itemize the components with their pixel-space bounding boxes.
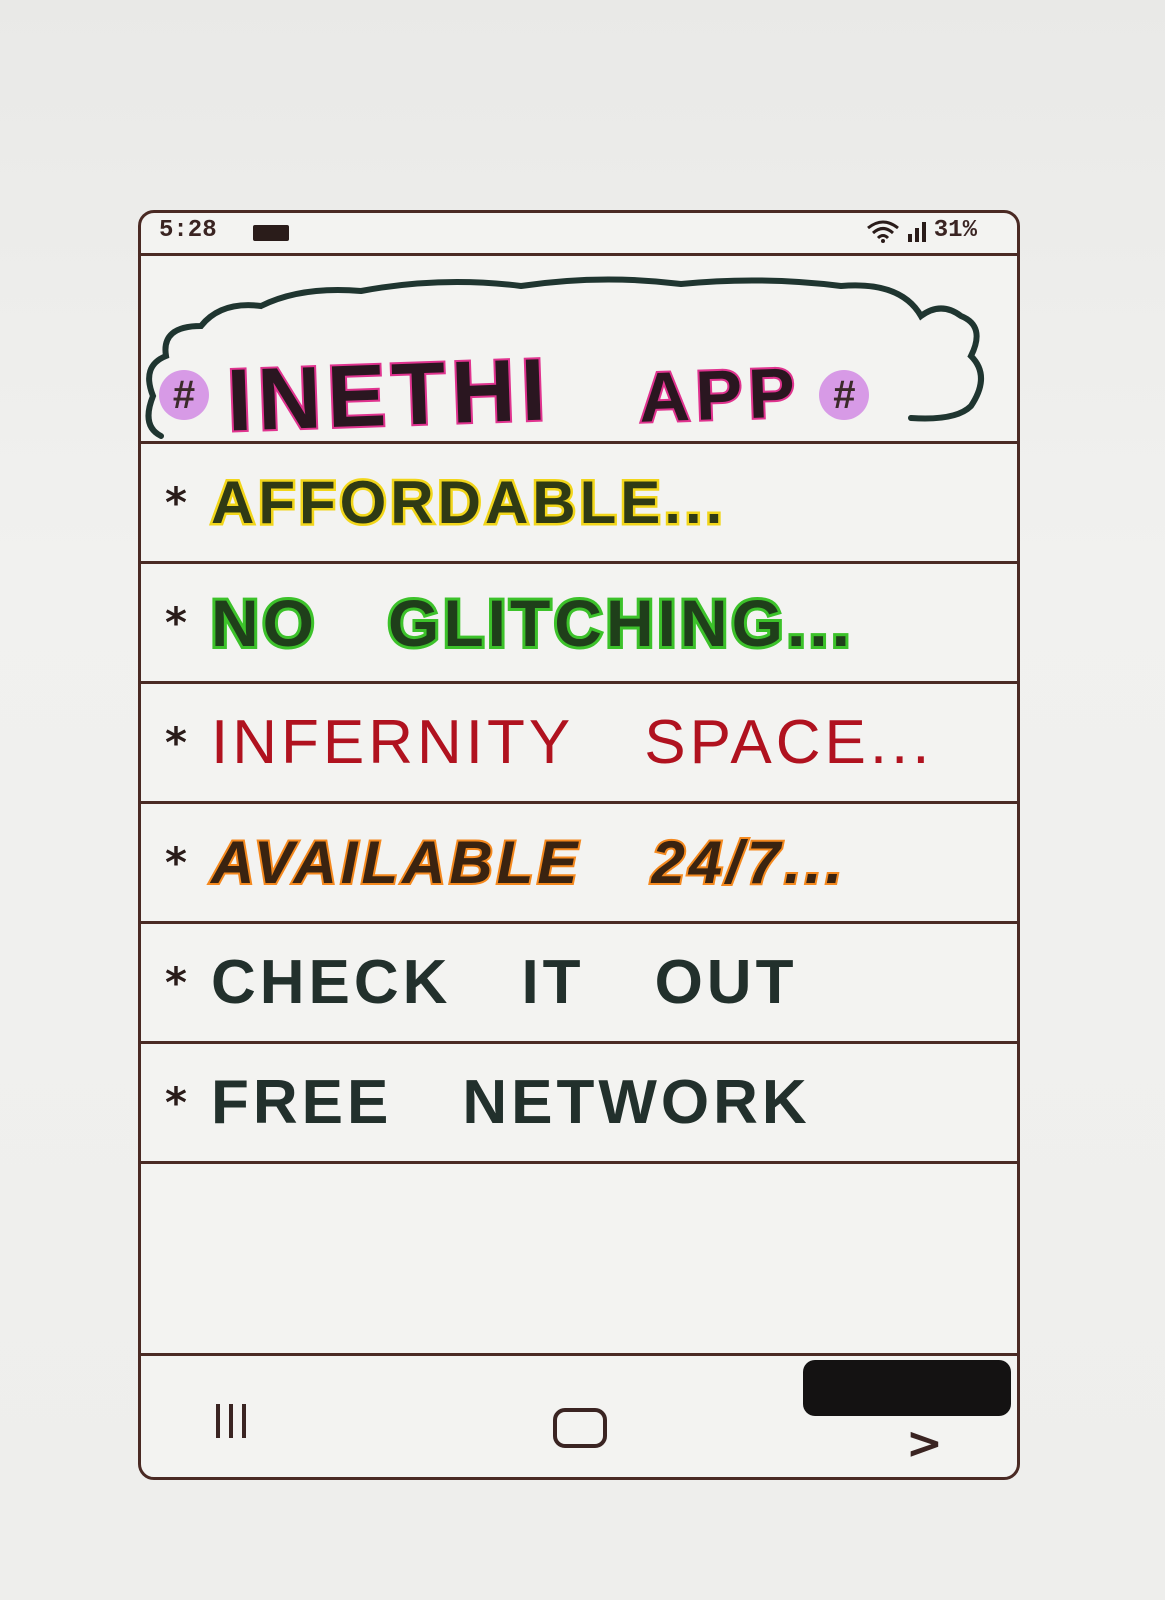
status-time: 5:28: [159, 217, 217, 244]
status-right: 31%: [866, 217, 977, 244]
recent-apps-icon[interactable]: [216, 1404, 246, 1438]
back-icon[interactable]: >: [906, 1418, 943, 1469]
feature-out: OUT: [654, 948, 798, 1017]
signal-icon: [907, 220, 926, 242]
list-item-no-glitching[interactable]: * NO GLITCHING...: [141, 564, 1017, 684]
wifi-icon: [866, 220, 899, 243]
title-inethi: INETHI: [223, 337, 555, 451]
feature-affordable: AFFORDABLE...: [208, 467, 727, 539]
list-item-check-it-out[interactable]: * CHECK IT OUT: [141, 924, 1017, 1044]
feature-no: NO: [208, 583, 318, 663]
feature-glitching: GLITCHING...: [385, 583, 854, 663]
feature-free: FREE: [211, 1068, 393, 1137]
bullet: *: [165, 958, 187, 1007]
battery-percent: 31%: [933, 217, 977, 244]
feature-network: NETWORK: [462, 1068, 811, 1137]
feature-available: AVAILABLE: [209, 827, 582, 898]
feature-24-7: 24/7...: [649, 827, 847, 898]
list-item-affordable[interactable]: * AFFORDABLE...: [141, 444, 1017, 564]
navigation-bar: >: [141, 1353, 1017, 1483]
hash-left: #: [159, 370, 209, 420]
cloud-outline: [145, 276, 984, 439]
list-item-infernity-space[interactable]: * INFERNITY SPACE...: [141, 684, 1017, 804]
list-item-free-network[interactable]: * FREE NETWORK: [141, 1044, 1017, 1164]
home-icon[interactable]: [553, 1408, 607, 1448]
bullet: *: [165, 598, 187, 647]
feature-it: IT: [521, 948, 585, 1017]
status-bar: 5:28 31%: [141, 213, 1017, 256]
phone-frame: 5:28 31% # INETHI APP # * AFFORDA: [138, 210, 1020, 1480]
app-title: # INETHI APP #: [159, 337, 959, 452]
bullet: *: [165, 1078, 187, 1127]
bullet: *: [165, 718, 187, 767]
bullet: *: [165, 478, 187, 527]
content-empty-area: [141, 1273, 1017, 1353]
bullet: *: [165, 838, 187, 887]
title-app: APP: [636, 351, 805, 439]
notification-icon: [253, 225, 289, 241]
feature-infernity: INFERNITY: [211, 708, 575, 777]
feature-space: SPACE...: [644, 708, 934, 777]
hash-right: #: [819, 370, 870, 420]
app-header: # INETHI APP #: [141, 256, 1017, 452]
redacted-block: [803, 1360, 1011, 1416]
feature-check: CHECK: [211, 948, 452, 1017]
list-item-available[interactable]: * AVAILABLE 24/7...: [141, 804, 1017, 924]
